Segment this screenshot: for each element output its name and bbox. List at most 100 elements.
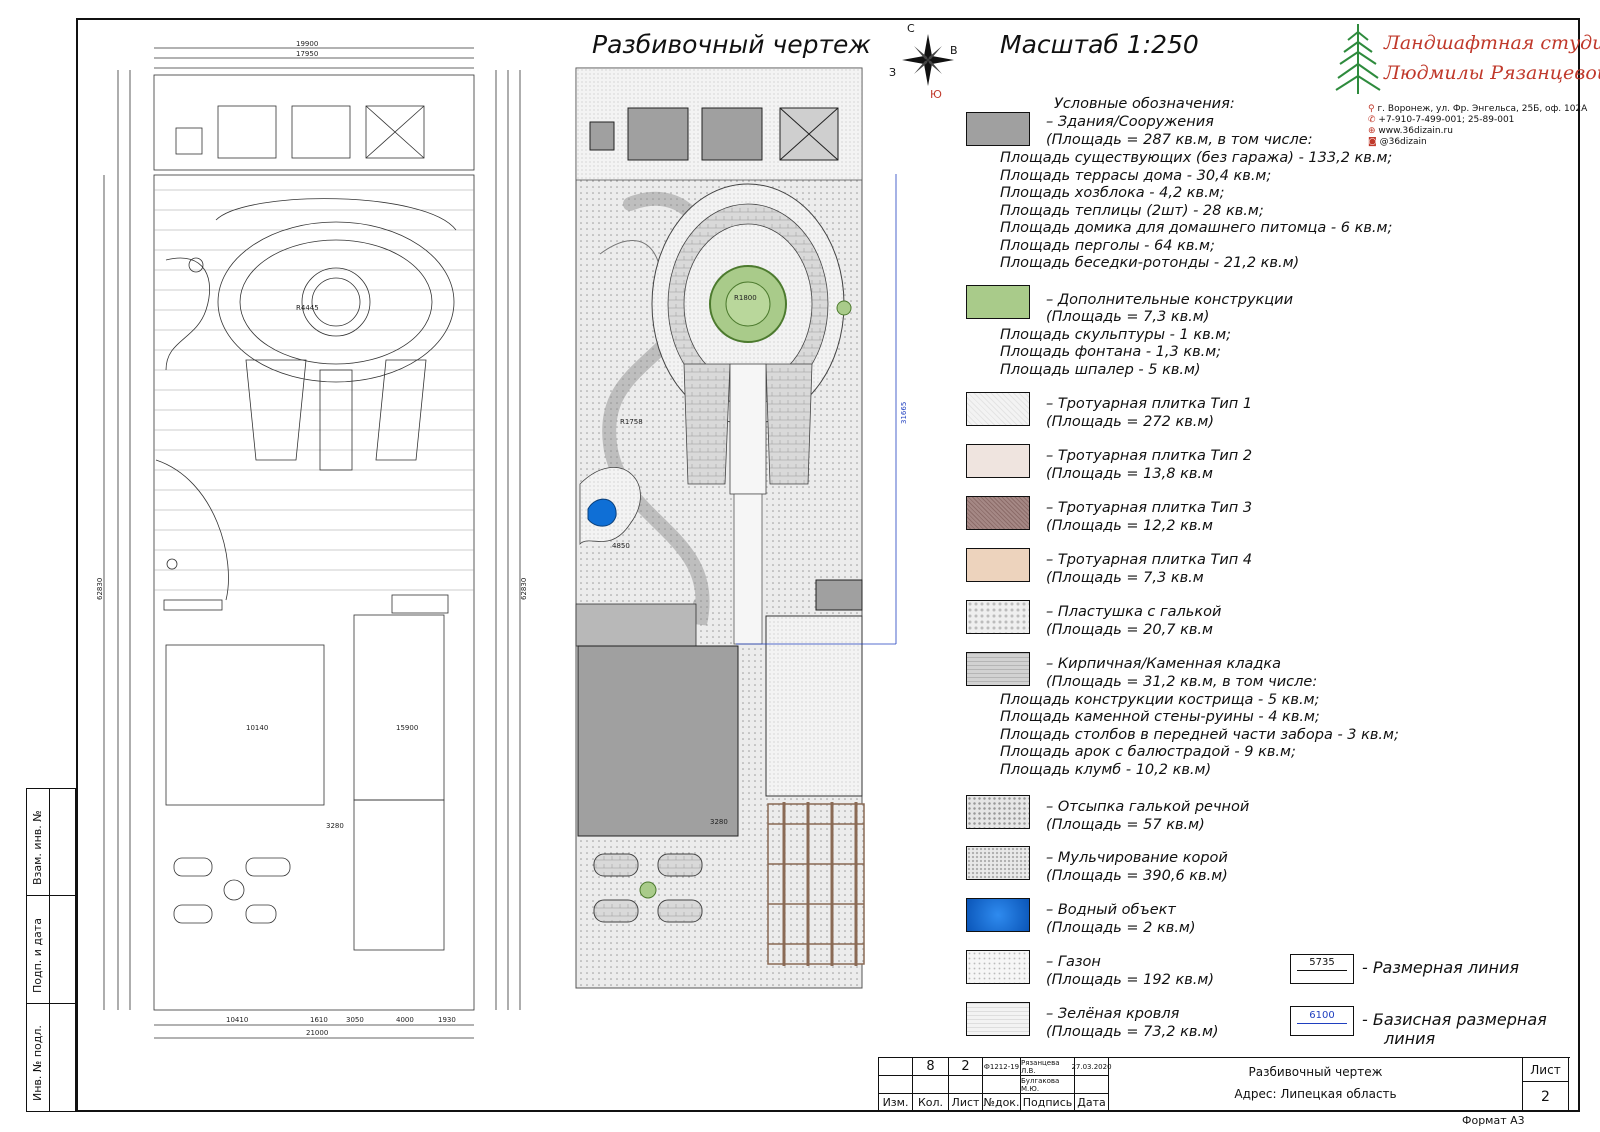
stamp-h-ndok: №док. xyxy=(983,1094,1021,1112)
legend-area-green-roof: (Площадь = 73,2 кв.м) xyxy=(1046,1024,1219,1040)
legend-label-masonry: – Кирпичная/Каменная кладка xyxy=(1046,656,1282,672)
studio-insta: ◙ @36dizain xyxy=(1368,137,1427,147)
compass-e: В xyxy=(950,44,958,57)
legend-swatch-buildings xyxy=(966,112,1030,146)
legend-label-mulch: – Мульчирование корой xyxy=(1046,850,1228,866)
dim-3280: 3280 xyxy=(326,822,344,830)
compass-s: Ю xyxy=(930,88,942,101)
stamp-h-podpis: Подпись xyxy=(1021,1094,1075,1112)
legend-area-tile3: (Площадь = 12,2 кв.м xyxy=(1046,518,1213,534)
legend-area-masonry: (Площадь = 31,2 кв.м, в том числе: xyxy=(1046,674,1318,690)
dim-15900: 15900 xyxy=(396,724,418,732)
dim-bottom-3: 1610 xyxy=(310,1016,328,1024)
legend-sub: Площадь фонтана - 1,3 кв.м; xyxy=(1000,344,1222,360)
stamp-address: Адрес: Липецкая область xyxy=(1109,1076,1523,1112)
dim-4850: 4850 xyxy=(612,542,630,550)
dim-r1758: R1758 xyxy=(620,418,643,426)
legend-label-extra: – Дополнительные конструкции xyxy=(1046,292,1294,308)
landscape-plan: 31665 R1800 R1758 4850 3280 xyxy=(575,67,908,989)
dim-bottom-4: 3050 xyxy=(346,1016,364,1024)
dim-top-2: 17950 xyxy=(296,50,318,58)
studio-address: ⚲ г. Воронеж, ул. Фр. Энгельса, 25Б, оф.… xyxy=(1368,104,1588,114)
legend-swatch-water xyxy=(966,898,1030,932)
stamp-h-data: Дата xyxy=(1075,1094,1109,1112)
stamp-h-list: Лист xyxy=(949,1094,983,1112)
legend-header: Условные обозначения: xyxy=(1054,96,1235,112)
legend-swatch-tile3 xyxy=(966,496,1030,530)
legend-sub: Площадь хозблока - 4,2 кв.м; xyxy=(1000,185,1225,201)
dim-height-left: 62830 xyxy=(96,578,104,600)
dimension-plan: 19900 17950 21000 10410 1610 3050 4000 1… xyxy=(96,40,528,1039)
legend-area-tile1: (Площадь = 272 кв.м) xyxy=(1046,414,1214,430)
legend-sub: Площадь скульптуры - 1 кв.м; xyxy=(1000,327,1232,343)
legend-label-flagstone: – Пластушка с галькой xyxy=(1046,604,1222,620)
studio-web: ⊕ www.36dizain.ru xyxy=(1368,126,1453,136)
compass-icon xyxy=(902,34,954,86)
dim-r4445: R4445 xyxy=(296,304,319,312)
studio-name-1: Ландшафтная студия xyxy=(1384,32,1600,54)
legend-swatch-tile2 xyxy=(966,444,1030,478)
dim-top-1: 19900 xyxy=(296,40,318,48)
stamp-list-label: Лист xyxy=(1523,1058,1569,1082)
legend-area-tile4: (Площадь = 7,3 кв.м xyxy=(1046,570,1204,586)
stamp-list-value: 2 xyxy=(1523,1082,1569,1112)
studio-address-text: г. Воронеж, ул. Фр. Энгельса, 25Б, оф. 1… xyxy=(1377,104,1588,114)
legend-sub: Площадь перголы - 64 кв.м; xyxy=(1000,238,1215,254)
legend-swatch-tile1 xyxy=(966,392,1030,426)
legend-sub: Площадь шпалер - 5 кв.м) xyxy=(1000,362,1201,378)
legend-sub: Площадь столбов в передней части забора … xyxy=(1000,727,1399,743)
legend-area-tile2: (Площадь = 13,8 кв.м xyxy=(1046,466,1213,482)
legend-sub: Площадь клумб - 10,2 кв.м) xyxy=(1000,762,1212,778)
studio-name-2: Людмилы Рязанцевой xyxy=(1384,62,1600,84)
dim-r1800: R1800 xyxy=(734,294,757,302)
base-line-value: 6100 xyxy=(1309,1010,1335,1021)
legend-area-buildings: (Площадь = 287 кв.м, в том числе: xyxy=(1046,132,1313,148)
studio-insta-text[interactable]: @36dizain xyxy=(1379,137,1427,147)
stamp-h-izm: Изм. xyxy=(879,1094,913,1112)
page-title: Разбивочный чертеж xyxy=(592,30,871,59)
drawing-sheet-frame xyxy=(76,18,1580,1112)
scale-label: Масштаб 1:250 xyxy=(1000,30,1199,59)
legend-swatch-tile4 xyxy=(966,548,1030,582)
legend-label-pebble: – Отсыпка галькой речной xyxy=(1046,799,1250,815)
compass-n: С xyxy=(907,22,915,35)
dim-line-value: 5735 xyxy=(1309,957,1335,968)
legend-swatch-mulch xyxy=(966,846,1030,880)
compass-w: З xyxy=(889,66,897,79)
legend-swatch-masonry xyxy=(966,652,1030,686)
legend-area-pebble: (Площадь = 57 кв.м) xyxy=(1046,817,1205,833)
side-stamp: Взам. инв. № Подп. и дата Инв. № подл. xyxy=(26,788,76,1112)
dim-bottom-1: 21000 xyxy=(306,1029,328,1037)
legend-area-extra: (Площадь = 7,3 кв.м) xyxy=(1046,309,1210,325)
legend-swatch-extra xyxy=(966,285,1030,319)
legend-sub: Площадь существующих (без гаража) - 133,… xyxy=(1000,150,1393,166)
legend-sub: Площадь домика для домашнего питомца - 6… xyxy=(1000,220,1393,236)
legend-swatch-flagstone xyxy=(966,600,1030,634)
dim-bottom-6: 1930 xyxy=(438,1016,456,1024)
legend-label-water: – Водный объект xyxy=(1046,902,1176,918)
dim-10140: 10140 xyxy=(246,724,268,732)
dim-bottom-5: 4000 xyxy=(396,1016,414,1024)
legend-label-buildings: – Здания/Сооружения xyxy=(1046,114,1214,130)
title-block: 8 2 Ф1212-19 Рязанцева Л.В. 27.03.2020 Б… xyxy=(878,1057,1570,1112)
legend-label-lawn: – Газон xyxy=(1046,954,1101,970)
legend-sub: Площадь арок с балюстрадой - 9 кв.м; xyxy=(1000,744,1296,760)
studio-web-text[interactable]: www.36dizain.ru xyxy=(1378,126,1453,136)
legend-sub: Площадь теплицы (2шт) - 28 кв.м; xyxy=(1000,203,1264,219)
legend-sub: Площадь террасы дома - 30,4 кв.м; xyxy=(1000,168,1272,184)
legend-area-lawn: (Площадь = 192 кв.м) xyxy=(1046,972,1214,988)
legend-label-tile4: – Тротуарная плитка Тип 4 xyxy=(1046,552,1253,568)
legend-label-green-roof: – Зелёная кровля xyxy=(1046,1006,1180,1022)
legend-label-tile3: – Тротуарная плитка Тип 3 xyxy=(1046,500,1253,516)
tree-logo-icon xyxy=(1335,24,1381,94)
legend-swatch-lawn xyxy=(966,950,1030,984)
studio-phone: ✆ +7-910-7-499-001; 25-89-001 xyxy=(1368,115,1515,125)
stamp-sheet-title: Разбивочный чертеж xyxy=(1109,1058,1523,1085)
legend-swatch-pebble xyxy=(966,795,1030,829)
legend-sub: Площадь беседки-ротонды - 21,2 кв.м) xyxy=(1000,255,1300,271)
dim-line-sample: 5735 xyxy=(1290,954,1354,984)
base-line-label-2: линия xyxy=(1384,1029,1436,1048)
base-dim-31665: 31665 xyxy=(900,402,908,424)
legend-swatch-green-roof xyxy=(966,1002,1030,1036)
stamp-h-kol: Кол. xyxy=(913,1094,949,1112)
